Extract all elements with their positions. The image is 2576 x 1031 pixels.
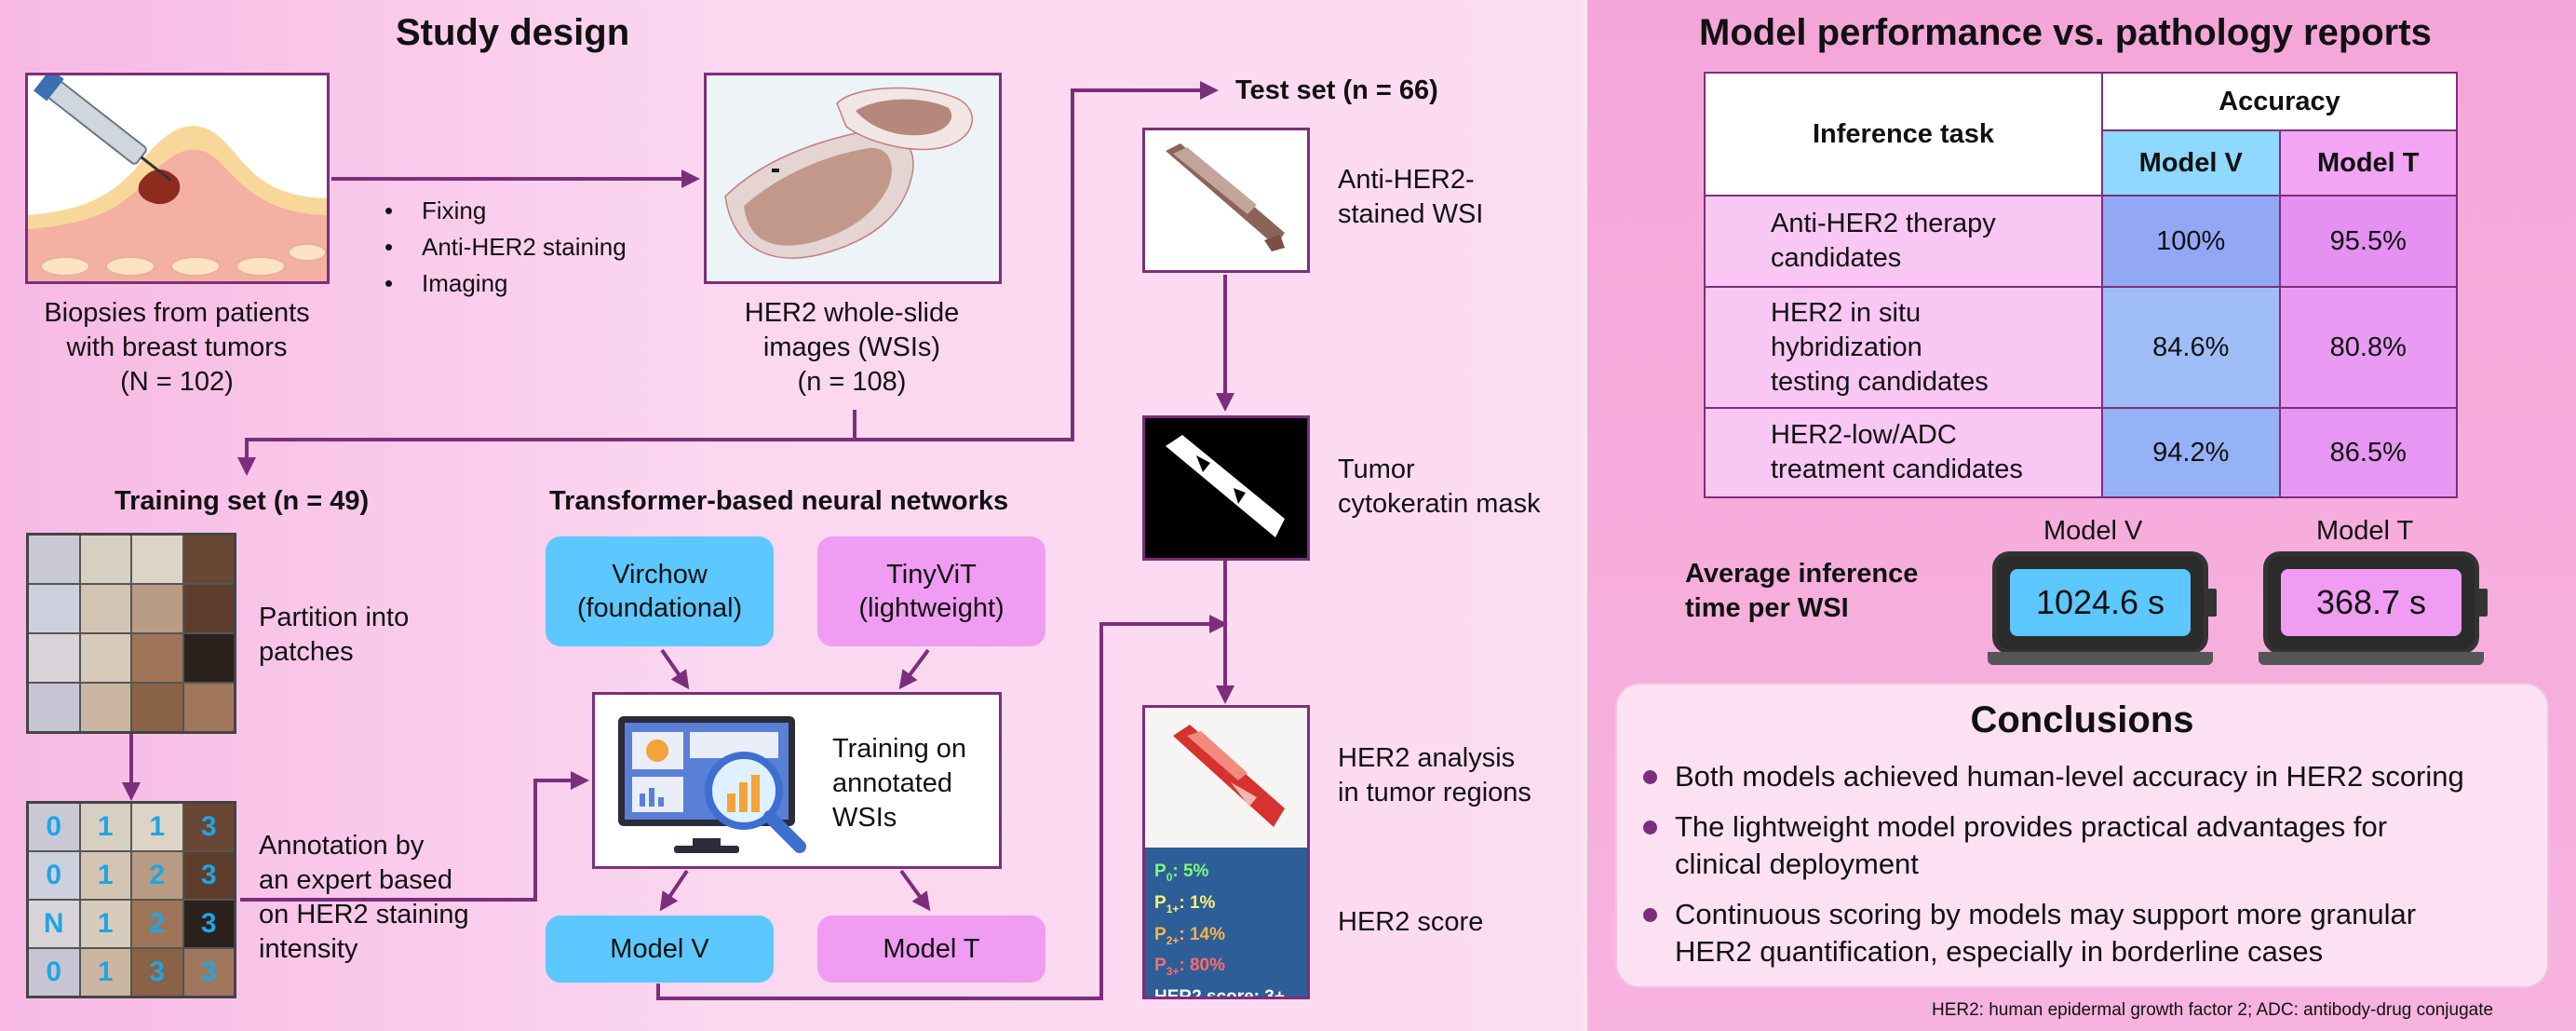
timer-v-base [1988, 652, 2213, 665]
timer-v-clock: 1024.6 s [1992, 551, 2217, 654]
training-set-title: Training set (n = 49) [115, 486, 370, 516]
timer-t-label: Model T [2316, 516, 2414, 546]
arrow-wsi-to-train [237, 438, 855, 476]
header-model-t: Model T [2278, 129, 2458, 197]
patch-annotation: 2 [149, 860, 166, 890]
patch-annotation: 3 [200, 811, 217, 842]
performance-title: Model performance vs. pathology reports [1699, 12, 2432, 53]
accuracy-t-cell: 80.8% [2278, 286, 2458, 409]
model-t-box: Model T [817, 916, 1045, 983]
tumor-mask-label: Tumor cytokeratin mask [1338, 454, 1541, 519]
accuracy-v-cell: 94.2% [2101, 407, 2281, 498]
networks-title: Transformer-based neural networks [549, 486, 1009, 516]
conclusions-box: Conclusions Both models achieved human-l… [1615, 683, 2549, 988]
score-final: HER2 score: 3+ [1154, 987, 1285, 999]
arrow-training-to-model-t [899, 869, 931, 912]
arrow-tinyvit-to-training [898, 648, 930, 690]
conclusion-item: Continuous scoring by models may support… [1636, 896, 2547, 970]
header-inference-task: Inference task [1703, 72, 2104, 197]
patch-annotation: 3 [149, 956, 166, 987]
wsi-caption: HER2 whole-slide images (WSIs) (n = 108) [744, 298, 960, 397]
panel-divider [1583, 0, 1587, 1031]
accuracy-t-cell: 95.5% [2278, 195, 2458, 288]
patch-annotation: 1 [97, 860, 114, 890]
patch-annotation: 3 [200, 956, 217, 987]
virchow-box: Virchow (foundational) [546, 536, 774, 646]
partition-label: Partition into patches [259, 603, 410, 667]
patch-annotation: 2 [149, 908, 166, 939]
accuracy-v-cell: 100% [2101, 195, 2281, 288]
accuracy-v-cell: 84.6% [2101, 286, 2281, 409]
header-model-v: Model V [2101, 129, 2281, 197]
score-p1: P1+: 1% [1154, 892, 1216, 916]
inference-time-label: Average inference time per WSI [1685, 559, 1919, 623]
score-p0: P0: 5% [1154, 861, 1209, 884]
conclusion-item: Both models achieved human-level accurac… [1636, 758, 2547, 795]
tumor-mask-thumbnail [1142, 415, 1310, 561]
performance-table: Inference task Accuracy Model V Model T … [1703, 72, 2458, 498]
study-design-title: Study design [396, 12, 630, 53]
training-box: Training on annotated WSIs [592, 692, 1002, 869]
arrow-annot-to-training [240, 771, 589, 902]
training-label: Training on annotated WSIs [832, 734, 967, 833]
conclusions-title: Conclusions [1970, 699, 2194, 740]
footnote: HER2: human epidermal growth factor 2; A… [1932, 1000, 2494, 1020]
accuracy-t-cell: 86.5% [2278, 407, 2458, 498]
patch-annotation: 0 [46, 811, 62, 842]
patch-annotation: 0 [46, 860, 62, 890]
process-steps: Fixing Anti-HER2 staining Imaging [384, 193, 627, 302]
test-set-title: Test set (n = 66) [1235, 75, 1438, 105]
patch-annotation: 1 [97, 956, 114, 987]
score-p3: P3+: 80% [1154, 956, 1226, 979]
her2-analysis-label: HER2 analysis in tumor regions [1338, 743, 1531, 807]
arrow-wsi-to-test [853, 81, 1219, 441]
patch-annotation: N [43, 908, 64, 939]
tinyvit-box: TinyViT (lightweight) [817, 536, 1045, 646]
process-step: Anti-HER2 staining [384, 229, 627, 265]
timer-side-button [2478, 589, 2488, 617]
biopsy-caption: Biopsies from patients with breast tumor… [44, 298, 310, 397]
annotation-label: Annotation by an expert based on HER2 st… [259, 831, 469, 964]
process-step: Imaging [384, 265, 627, 302]
annotated-patch-grid: 0 1 1 3 0 1 2 3 N 1 2 3 0 1 3 3 [26, 801, 236, 998]
patch-annotation: 3 [200, 908, 217, 939]
patch-annotation: 1 [149, 811, 166, 842]
conclusions-list: Both models achieved human-level accurac… [1636, 758, 2547, 970]
arrow-training-to-model-v [659, 869, 689, 912]
biopsy-illustration [25, 73, 330, 284]
wsi-thumbnail [704, 73, 1002, 284]
patch-annotation: 3 [200, 860, 217, 890]
stained-wsi-label: Anti-HER2- stained WSI [1338, 165, 1484, 229]
model-v-box: Model V [546, 916, 774, 983]
stained-wsi-thumbnail [1142, 128, 1310, 273]
header-accuracy: Accuracy [2101, 72, 2458, 131]
timer-t-display: 368.7 s [2281, 569, 2461, 636]
flow-arrows [122, 81, 1234, 1000]
timer-v-label: Model V [2043, 516, 2143, 546]
arrow-virchow-to-training [660, 648, 690, 690]
timer-side-button [2207, 589, 2217, 617]
timer-t-clock: 368.7 s [2263, 551, 2488, 654]
arrow-models-to-mask [656, 615, 1228, 1000]
patch-annotation: 0 [46, 956, 62, 987]
patch-annotation: 1 [97, 811, 114, 842]
timer-t-base [2259, 652, 2484, 665]
patch-grid [26, 533, 236, 734]
conclusion-item: The lightweight model provides practical… [1636, 808, 2547, 883]
her2-analysis-panel: P0: 5% P1+: 1% P2+: 14% P3+: 80% HER2 sc… [1142, 705, 1310, 999]
her2-score-label: HER2 score [1338, 907, 1484, 937]
timer-v-display: 1024.6 s [2010, 569, 2191, 636]
her2-score-box: P0: 5% P1+: 1% P2+: 14% P3+: 80% HER2 sc… [1145, 848, 1307, 999]
process-step: Fixing [384, 193, 627, 229]
score-p2: P2+: 14% [1154, 924, 1226, 947]
patch-annotation: 1 [97, 908, 114, 939]
monitor-magnifier-icon [618, 716, 806, 853]
